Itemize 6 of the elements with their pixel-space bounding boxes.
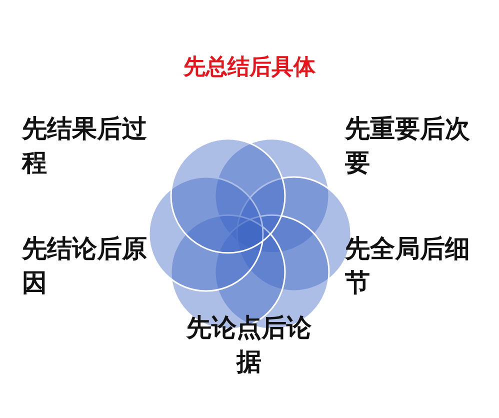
principle-text: 先结果后过程	[22, 113, 148, 179]
principle-text: 先全局后细节	[345, 233, 471, 299]
principle-text: 先重要后次要	[345, 113, 471, 179]
principle-text: 先结论后原因	[22, 233, 148, 299]
title: 先总结后具体	[182, 54, 316, 82]
principle-text: 先论点后论据	[185, 312, 312, 378]
